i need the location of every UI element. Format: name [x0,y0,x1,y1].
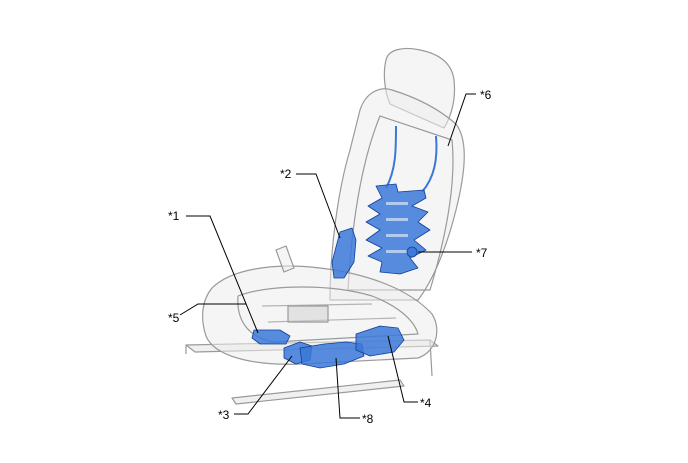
callout-labels: *1 *2 *3 *4 *5 *6 *7 *8 [168,88,492,426]
callout-7: *7 [476,246,488,260]
leader-lines [179,93,476,419]
cushion-frame [237,286,419,343]
callout-3: *3 [218,408,230,422]
recliner-motor [331,227,357,279]
seat-components [251,125,438,369]
leader-1 [186,215,259,334]
front-vertical-motor [299,341,365,369]
leader-2 [296,173,341,239]
callout-5: *5 [168,311,180,325]
leader-4 [387,335,418,403]
callout-6: *6 [480,88,492,102]
leader-3 [234,355,293,415]
leader-8 [335,357,360,419]
leader-5 [179,303,246,316]
lumbar-motor [406,246,418,258]
lumbar-slots [386,202,408,253]
leader-6 [447,93,476,147]
callout-1: *1 [168,209,180,223]
seat-belt-buckle [275,245,295,273]
callout-8: *8 [362,412,374,426]
lumbar-wires [385,125,438,193]
callout-2: *2 [280,167,292,181]
seat-ecu [355,325,405,357]
callout-4: *4 [420,396,432,410]
slide-motor [251,329,291,345]
